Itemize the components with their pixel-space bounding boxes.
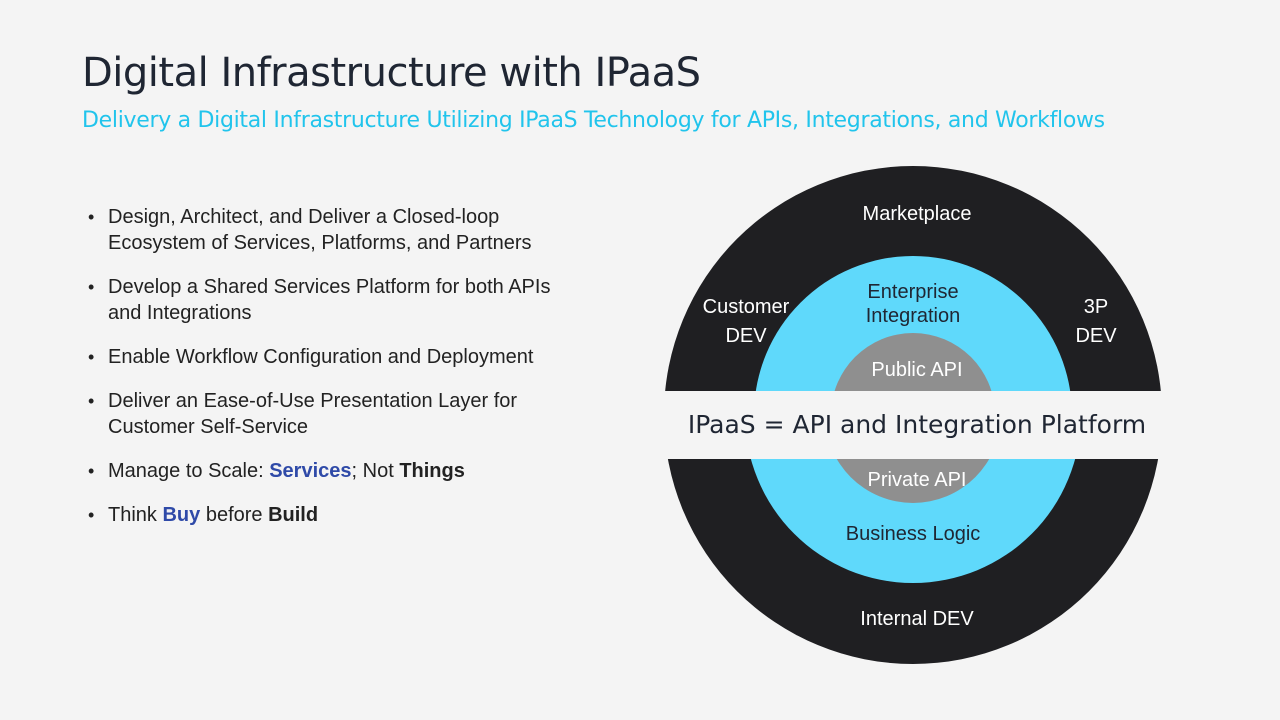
bullet-item: Manage to Scale: Services; Not Things xyxy=(86,458,586,484)
enterprise-integration-label-line1: Enterprise xyxy=(867,281,958,303)
bullet-text: Deliver an Ease-of-Use Presentation Laye… xyxy=(108,390,518,438)
customer-dev-label-line2: DEV xyxy=(725,325,767,347)
private-api-label: Private API xyxy=(868,469,967,491)
bullet-item: Design, Architect, and Deliver a Closed-… xyxy=(86,204,586,256)
bullet-text: Design, Architect, and Deliver a Closed-… xyxy=(108,206,532,254)
diagram-bottom-half xyxy=(667,459,1159,664)
middle-ring-top xyxy=(755,256,1071,391)
slide-title: Digital Infrastructure with IPaaS xyxy=(82,50,701,96)
bullet-text: Develop a Shared Services Platform for b… xyxy=(108,276,551,324)
diagram-top-half xyxy=(665,166,1161,391)
middle-ring-bottom xyxy=(750,459,1076,583)
enterprise-integration-label-line2: Integration xyxy=(866,305,961,327)
bullet-text: ; Not xyxy=(351,460,400,482)
slide-subtitle: Delivery a Digital Infrastructure Utiliz… xyxy=(82,108,1105,133)
bullet-text: Manage to Scale: xyxy=(108,460,270,482)
core-bottom xyxy=(836,459,990,503)
business-logic-label: Business Logic xyxy=(846,523,981,545)
third-party-dev-label-line1: 3P xyxy=(1084,296,1108,318)
ipaas-band-label: IPaaS = API and Integration Platform xyxy=(688,410,1146,439)
bullet-text: before xyxy=(200,504,269,526)
bullet-text: Think xyxy=(108,504,163,526)
customer-dev-label-line1: Customer xyxy=(703,296,790,318)
bullet-bold: Things xyxy=(399,460,465,482)
public-api-label: Public API xyxy=(871,359,962,381)
bullet-item: Deliver an Ease-of-Use Presentation Laye… xyxy=(86,388,586,440)
marketplace-label: Marketplace xyxy=(863,203,972,225)
core-top xyxy=(834,333,992,391)
internal-dev-label: Internal DEV xyxy=(860,608,974,630)
bullet-list: Design, Architect, and Deliver a Closed-… xyxy=(86,204,586,546)
bullet-highlight: Buy xyxy=(162,504,201,526)
bullet-text: Enable Workflow Configuration and Deploy… xyxy=(108,346,534,368)
bullet-item: Think Buy before Build xyxy=(86,502,586,528)
bullet-item: Enable Workflow Configuration and Deploy… xyxy=(86,344,586,370)
third-party-dev-label-line2: DEV xyxy=(1075,325,1117,347)
bullet-item: Develop a Shared Services Platform for b… xyxy=(86,274,586,326)
bullet-bold: Build xyxy=(268,504,319,526)
bullet-highlight: Services xyxy=(269,460,352,482)
